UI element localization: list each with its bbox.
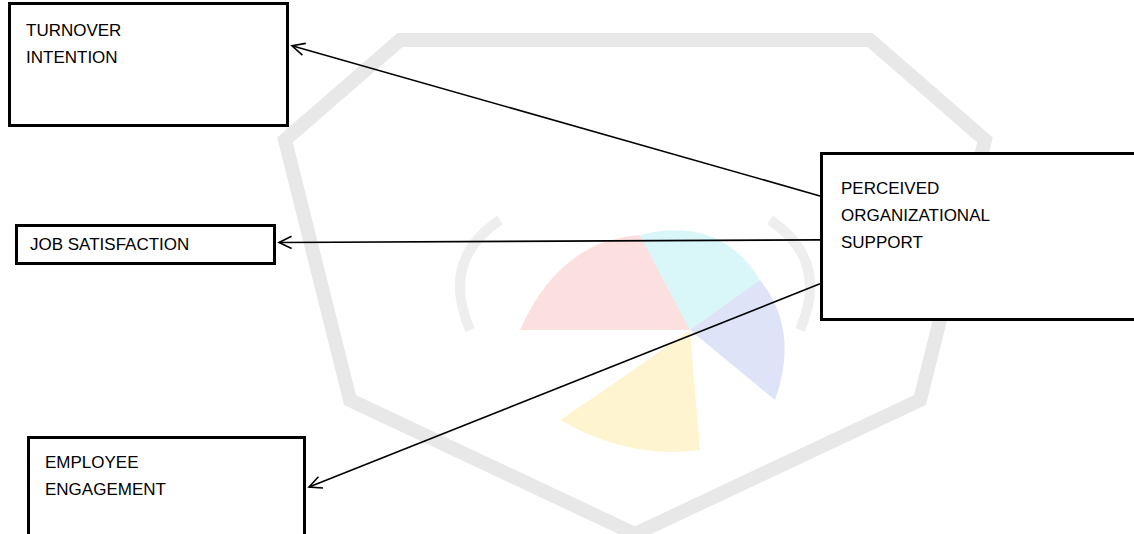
concept-box: PERCEIVED ORGANIZATIONAL SUPPORT [820, 152, 1134, 321]
box-label: EMPLOYEE ENGAGEMENT [45, 449, 175, 503]
arrow-head [292, 43, 306, 55]
petal-shape [690, 280, 785, 400]
arrow-head [309, 477, 323, 488]
arrow-head [279, 236, 292, 248]
box-label: PERCEIVED ORGANIZATIONAL SUPPORT [841, 175, 1041, 256]
concept-box: EMPLOYEE ENGAGEMENT [27, 436, 306, 534]
arrow-connector [309, 284, 820, 488]
concept-box: TURNOVER INTENTION [8, 2, 289, 127]
concept-box: JOB SATISFACTION [15, 224, 276, 265]
petal-shape [560, 330, 700, 452]
laurel-shape [460, 220, 810, 330]
box-label: TURNOVER INTENTION [26, 17, 166, 71]
arrow-connector [279, 236, 820, 248]
box-label: JOB SATISFACTION [30, 231, 250, 258]
arrow-connector [292, 43, 820, 196]
